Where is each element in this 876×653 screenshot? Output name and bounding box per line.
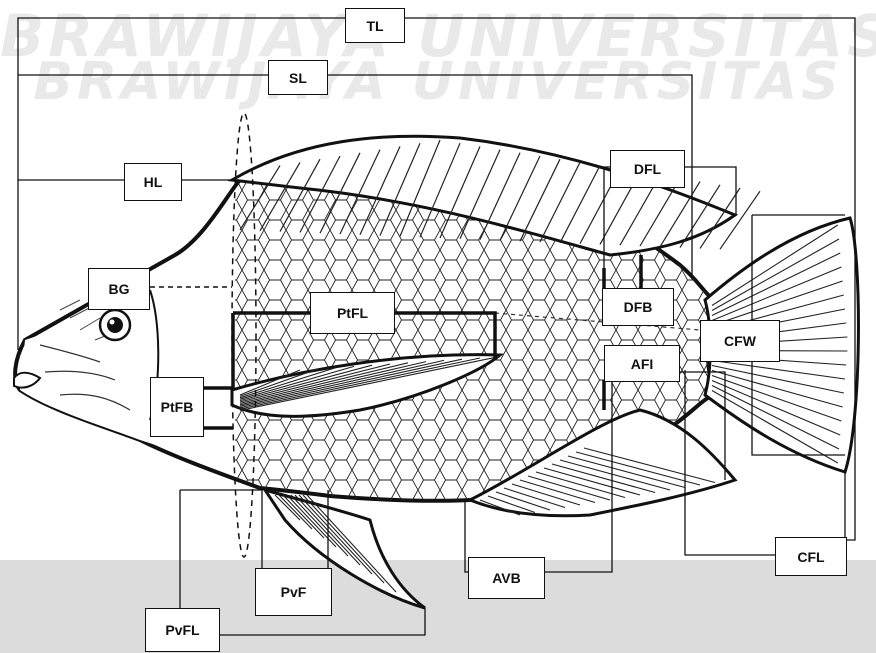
label-pvfl: PvFL <box>145 608 220 652</box>
label-cfw: CFW <box>700 320 780 362</box>
label-afi: AFI <box>604 345 680 382</box>
label-dfl: DFL <box>610 150 685 188</box>
label-cfl: CFL <box>775 537 847 576</box>
label-pvf: PvF <box>255 568 332 616</box>
label-dfb: DFB <box>602 288 674 326</box>
label-bg: BG <box>88 268 150 310</box>
label-avb: AVB <box>468 557 545 599</box>
label-ptfl: PtFL <box>310 292 395 334</box>
label-tl: TL <box>345 8 405 43</box>
label-hl: HL <box>124 163 182 201</box>
label-ptfb: PtFB <box>150 377 204 437</box>
label-sl: SL <box>268 60 328 95</box>
